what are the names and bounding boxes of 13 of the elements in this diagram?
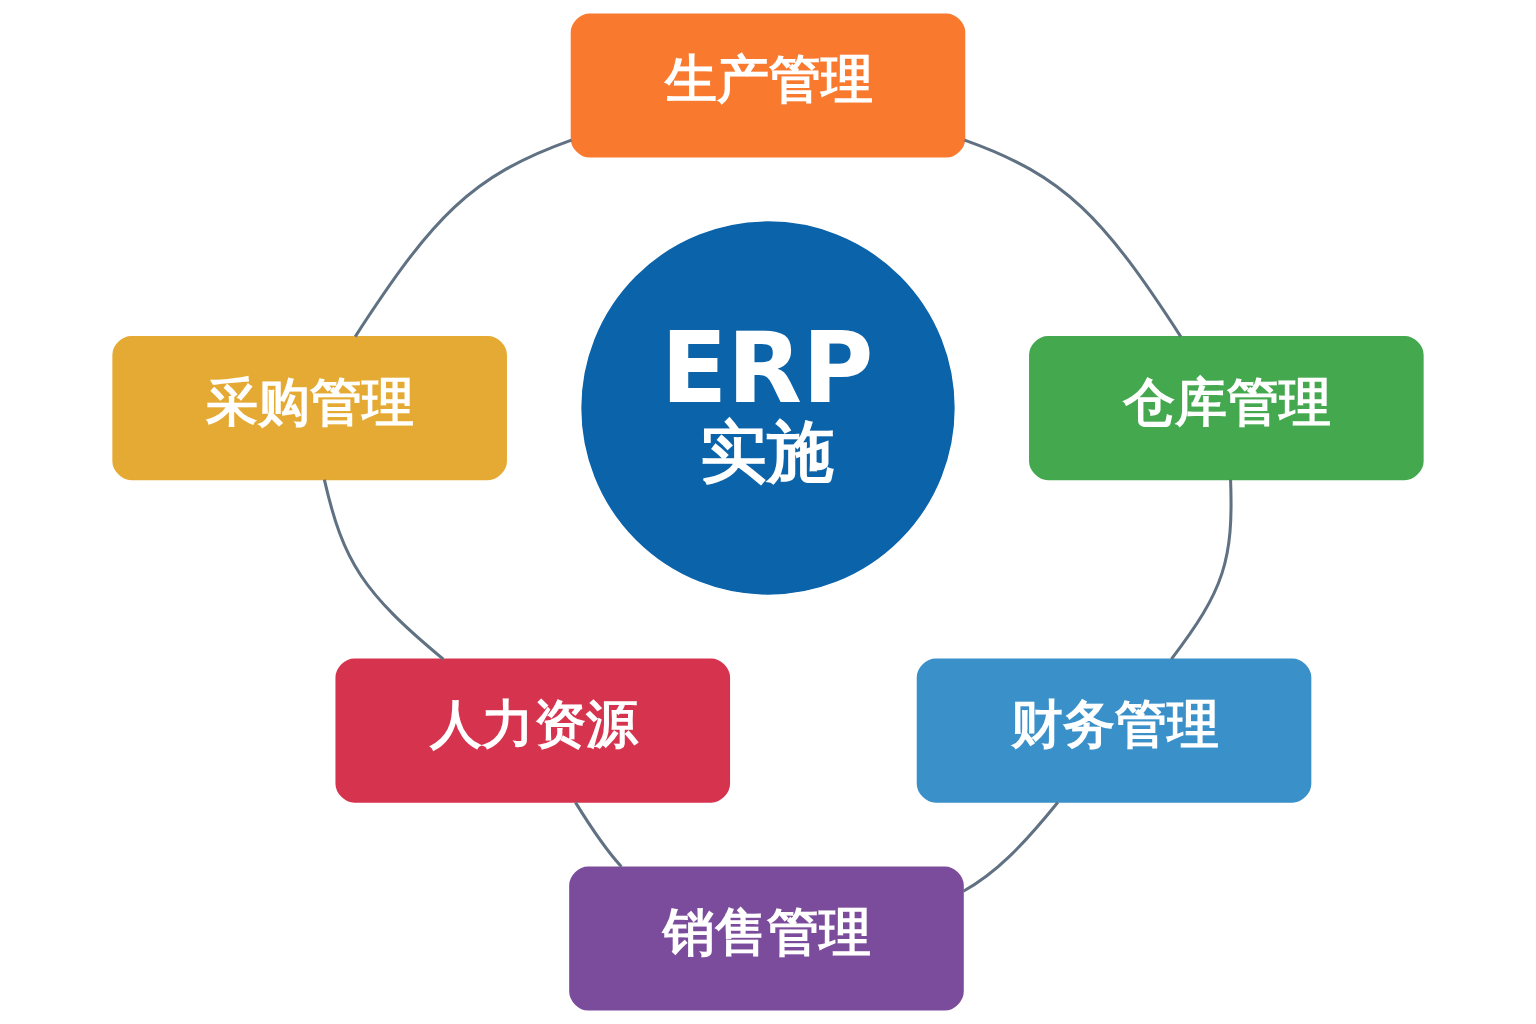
connector — [962, 801, 1060, 893]
node-box: 销售管理 — [569, 866, 964, 1011]
node-box: 财务管理 — [916, 658, 1312, 803]
node-circle: ERP 实施 — [581, 221, 955, 595]
node-box: 采购管理 — [112, 335, 507, 481]
connector — [574, 801, 623, 868]
node-box: 仓库管理 — [1029, 335, 1424, 481]
connector — [322, 479, 445, 661]
node-box: 人力资源 — [335, 658, 731, 803]
connector — [964, 138, 1182, 338]
node-box: 生产管理 — [570, 13, 966, 158]
connector — [1170, 479, 1233, 660]
connector — [354, 138, 572, 338]
